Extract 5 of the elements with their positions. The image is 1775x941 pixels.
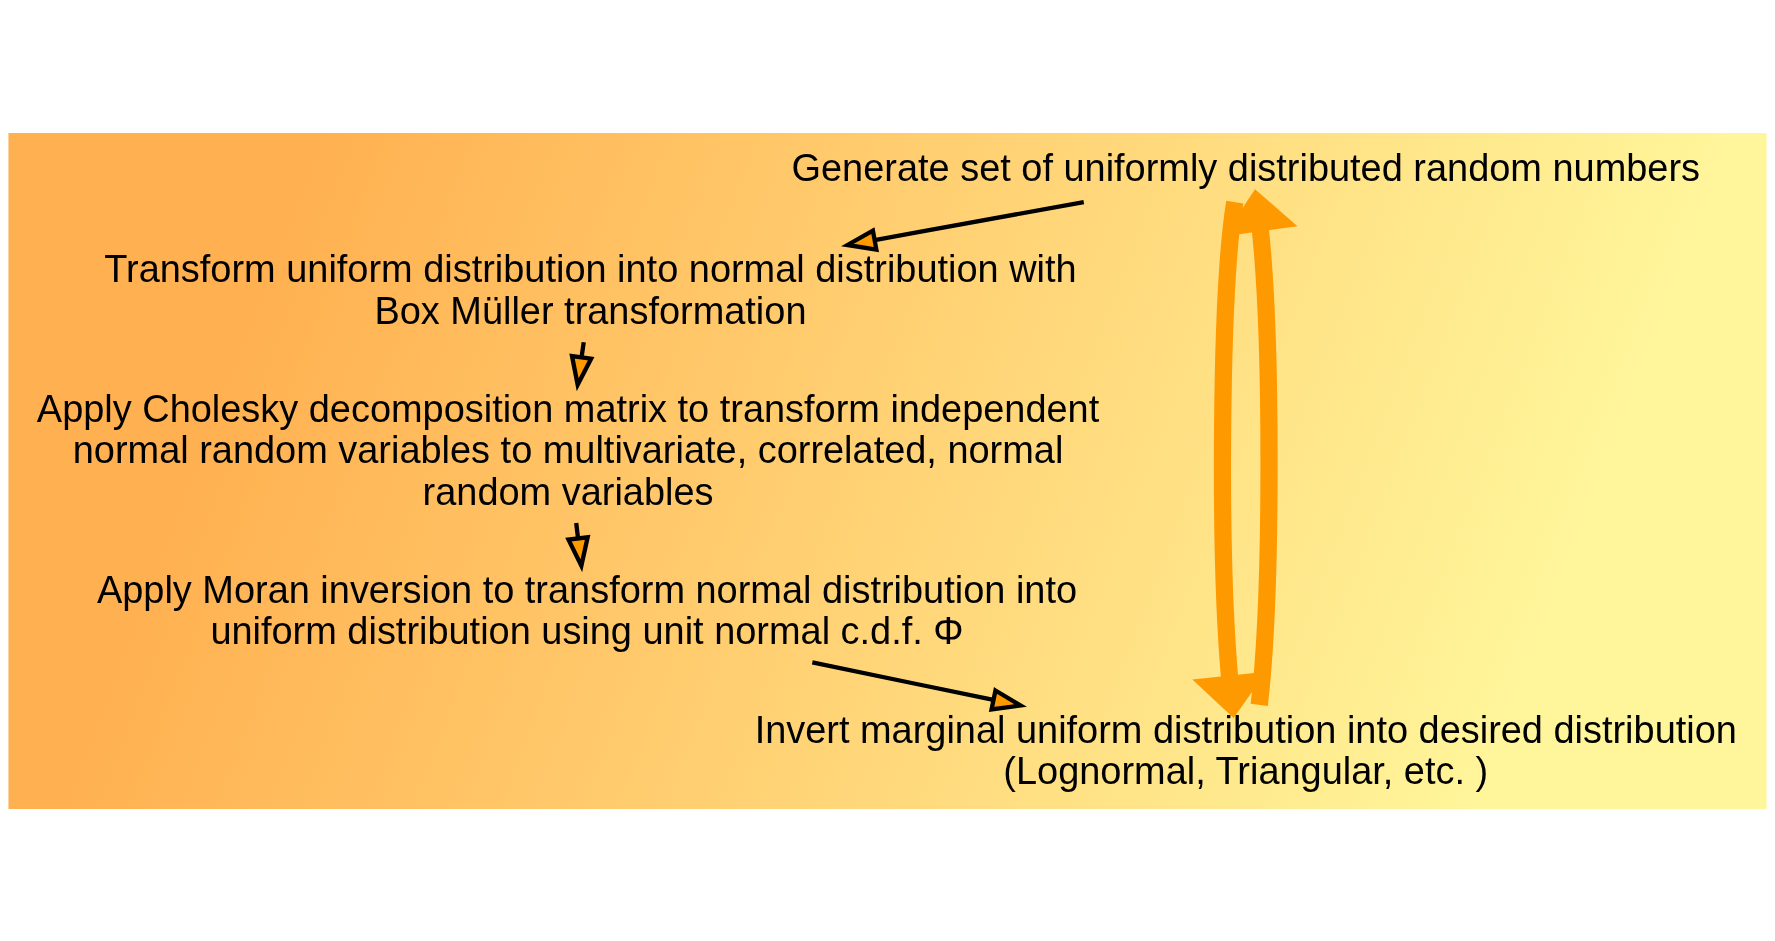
node-text: Apply Moran inversion to transform normal distribution into uniform distribution using unit normal c.d.f. Φ xyxy=(96,568,1078,652)
node-text: Apply Cholesky decomposition matrix to transform independent normal random variables to multivariate, correlated, normal random variables xyxy=(36,387,1100,513)
node-text: Transform uniform distribution into normal distribution with Box Müller transformation xyxy=(104,247,1077,332)
node-text: Generate set of uniformly distributed random numbers xyxy=(791,146,1700,189)
node-text: Invert marginal uniform distribution into desired distribution (Lognormal, Triangular, etc. ) xyxy=(754,708,1737,792)
